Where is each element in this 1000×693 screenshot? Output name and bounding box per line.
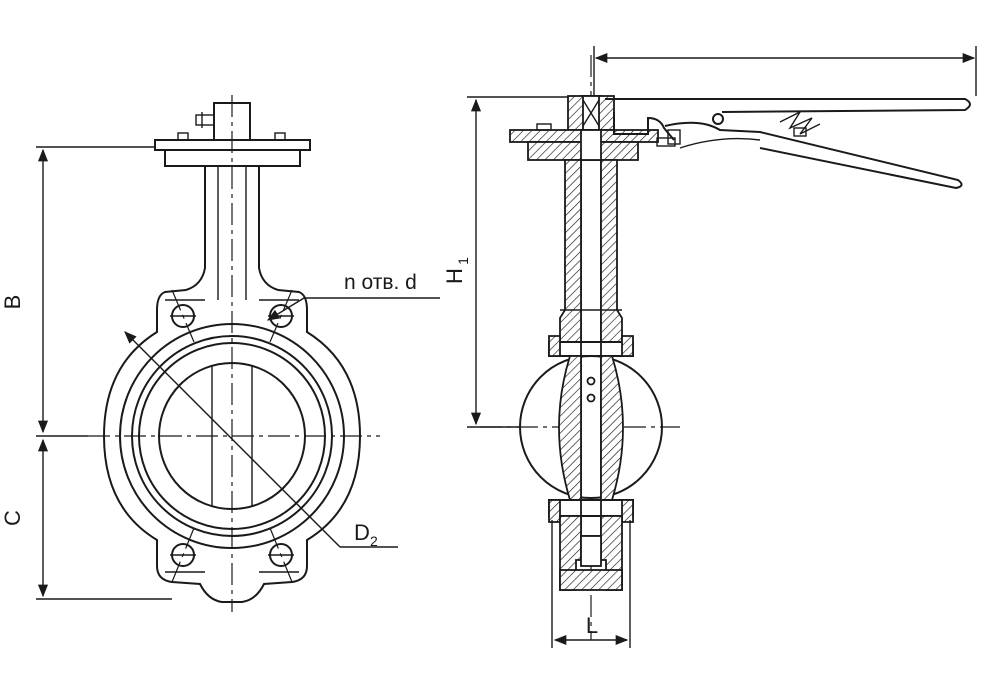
body-neck xyxy=(185,166,279,300)
dimension-label-d2-subscript: 2 xyxy=(370,533,378,549)
dimension-label-l: L xyxy=(586,613,598,638)
holes-label: n отв. d xyxy=(344,271,417,294)
side-view xyxy=(467,46,977,648)
dimension-label-b: B xyxy=(0,295,25,310)
front-view xyxy=(36,95,440,612)
dimension-label-c: C xyxy=(0,510,25,526)
top-mounting-flange xyxy=(154,102,311,167)
dimension-label-h1-subscript: 1 xyxy=(455,257,471,265)
dimension-label-h1: H xyxy=(442,268,467,284)
valve-body xyxy=(102,289,362,603)
bolt-holes xyxy=(170,289,294,583)
dimension-label-d2: D xyxy=(354,520,370,545)
lever-handle xyxy=(605,98,971,190)
